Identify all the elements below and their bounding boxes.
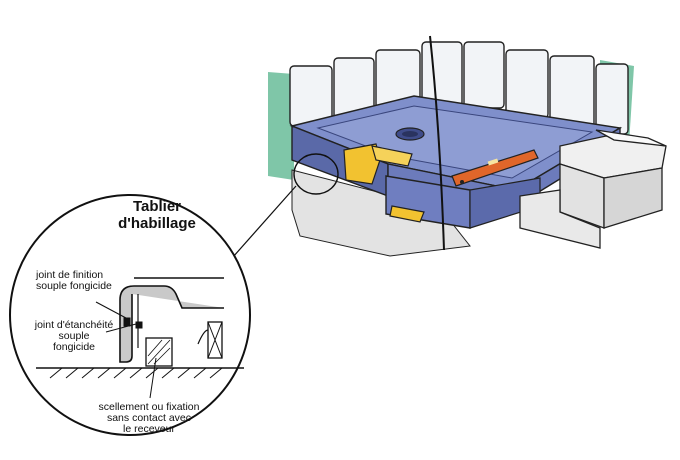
- drain: [395, 127, 425, 141]
- label-joint-finition: joint de finition souple fongicide: [36, 269, 112, 293]
- zoom-source-circle: [293, 153, 339, 195]
- label-scellement: scellement ou fixation sans contact avec…: [98, 401, 200, 436]
- side-step: [519, 129, 667, 249]
- detail-title: Tablier d'habillage: [92, 198, 222, 233]
- wedge-supports: [343, 143, 425, 223]
- label-joint-etancheite: joint d'étanchéité souple fongicide: [34, 319, 114, 354]
- zoom-leader: [224, 185, 297, 267]
- spirit-level: [451, 149, 539, 187]
- cross-section: [36, 277, 244, 399]
- detail-title-line1: Tablier: [132, 198, 182, 215]
- split-line: [429, 35, 445, 251]
- detail-title-line2: d'habillage: [118, 215, 196, 233]
